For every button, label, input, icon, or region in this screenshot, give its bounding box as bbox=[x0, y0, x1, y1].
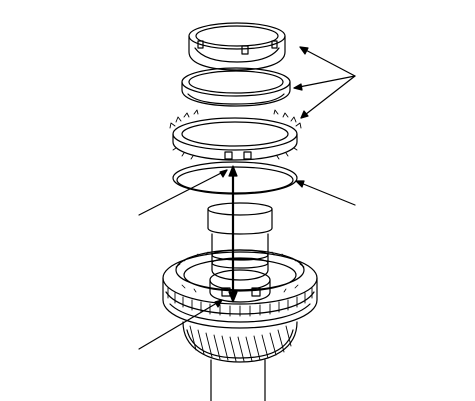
synchro-ring-key-slot bbox=[224, 151, 252, 160]
gear-hub-key-2 bbox=[251, 287, 261, 297]
callout-snap-ring bbox=[295, 180, 356, 206]
callout-synchro-rings bbox=[293, 46, 356, 119]
callout-key-slot bbox=[138, 169, 228, 216]
alignment-line bbox=[228, 165, 238, 303]
main-shaft bbox=[207, 202, 273, 281]
gear-assembly bbox=[162, 249, 318, 401]
gear-top-teeth bbox=[175, 251, 305, 293]
helical-gear bbox=[182, 321, 298, 363]
helical-gear-teeth bbox=[189, 325, 292, 362]
output-shaft bbox=[210, 359, 266, 401]
snap-ring bbox=[172, 161, 298, 195]
callout-gear-hub-key bbox=[138, 299, 223, 350]
synchro-ring-top-lugs bbox=[197, 40, 278, 55]
gear-body-teeth bbox=[167, 287, 313, 317]
synchro-ring-top bbox=[188, 22, 286, 71]
synchro-ring-middle bbox=[181, 67, 291, 107]
synchro-ring-toothed bbox=[169, 109, 302, 161]
synchro-ring-teeth bbox=[169, 109, 302, 160]
gear-body bbox=[162, 249, 318, 329]
gear-hub bbox=[209, 269, 271, 303]
